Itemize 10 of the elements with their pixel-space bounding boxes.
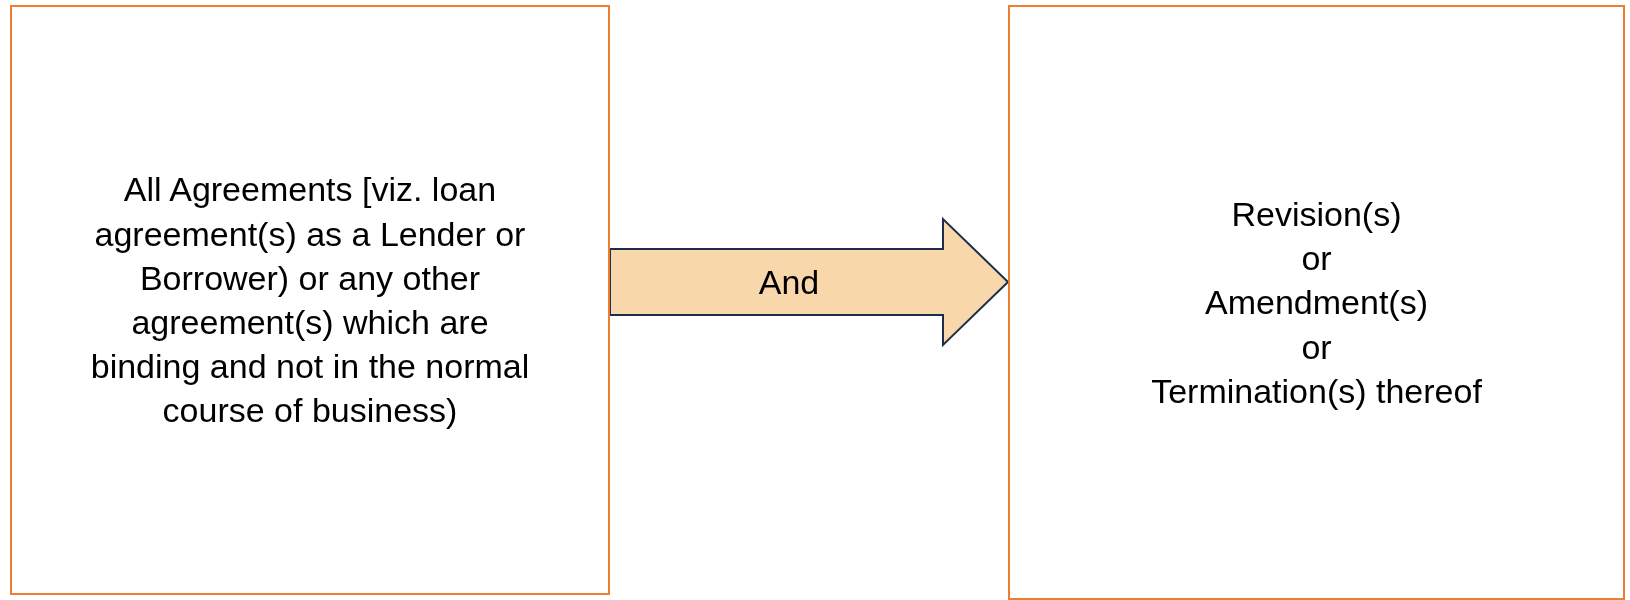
box-text: Amendment(s) [1205, 282, 1428, 324]
edge-label: And [758, 262, 820, 302]
box-text: or [1301, 238, 1332, 280]
text-box [10, 5, 610, 595]
box-text: All Agreements [viz. loan agreement(s) as a Lender or Borrower) or any other agreement(s) which are binding and not in the normal course of business) [89, 169, 531, 432]
box-text: Termination(s) thereof [1151, 370, 1482, 412]
text-box [1008, 5, 1625, 600]
box-text: Revision(s) [1231, 194, 1402, 236]
block-arrow [609, 216, 1010, 348]
box-text: or [1301, 326, 1332, 368]
